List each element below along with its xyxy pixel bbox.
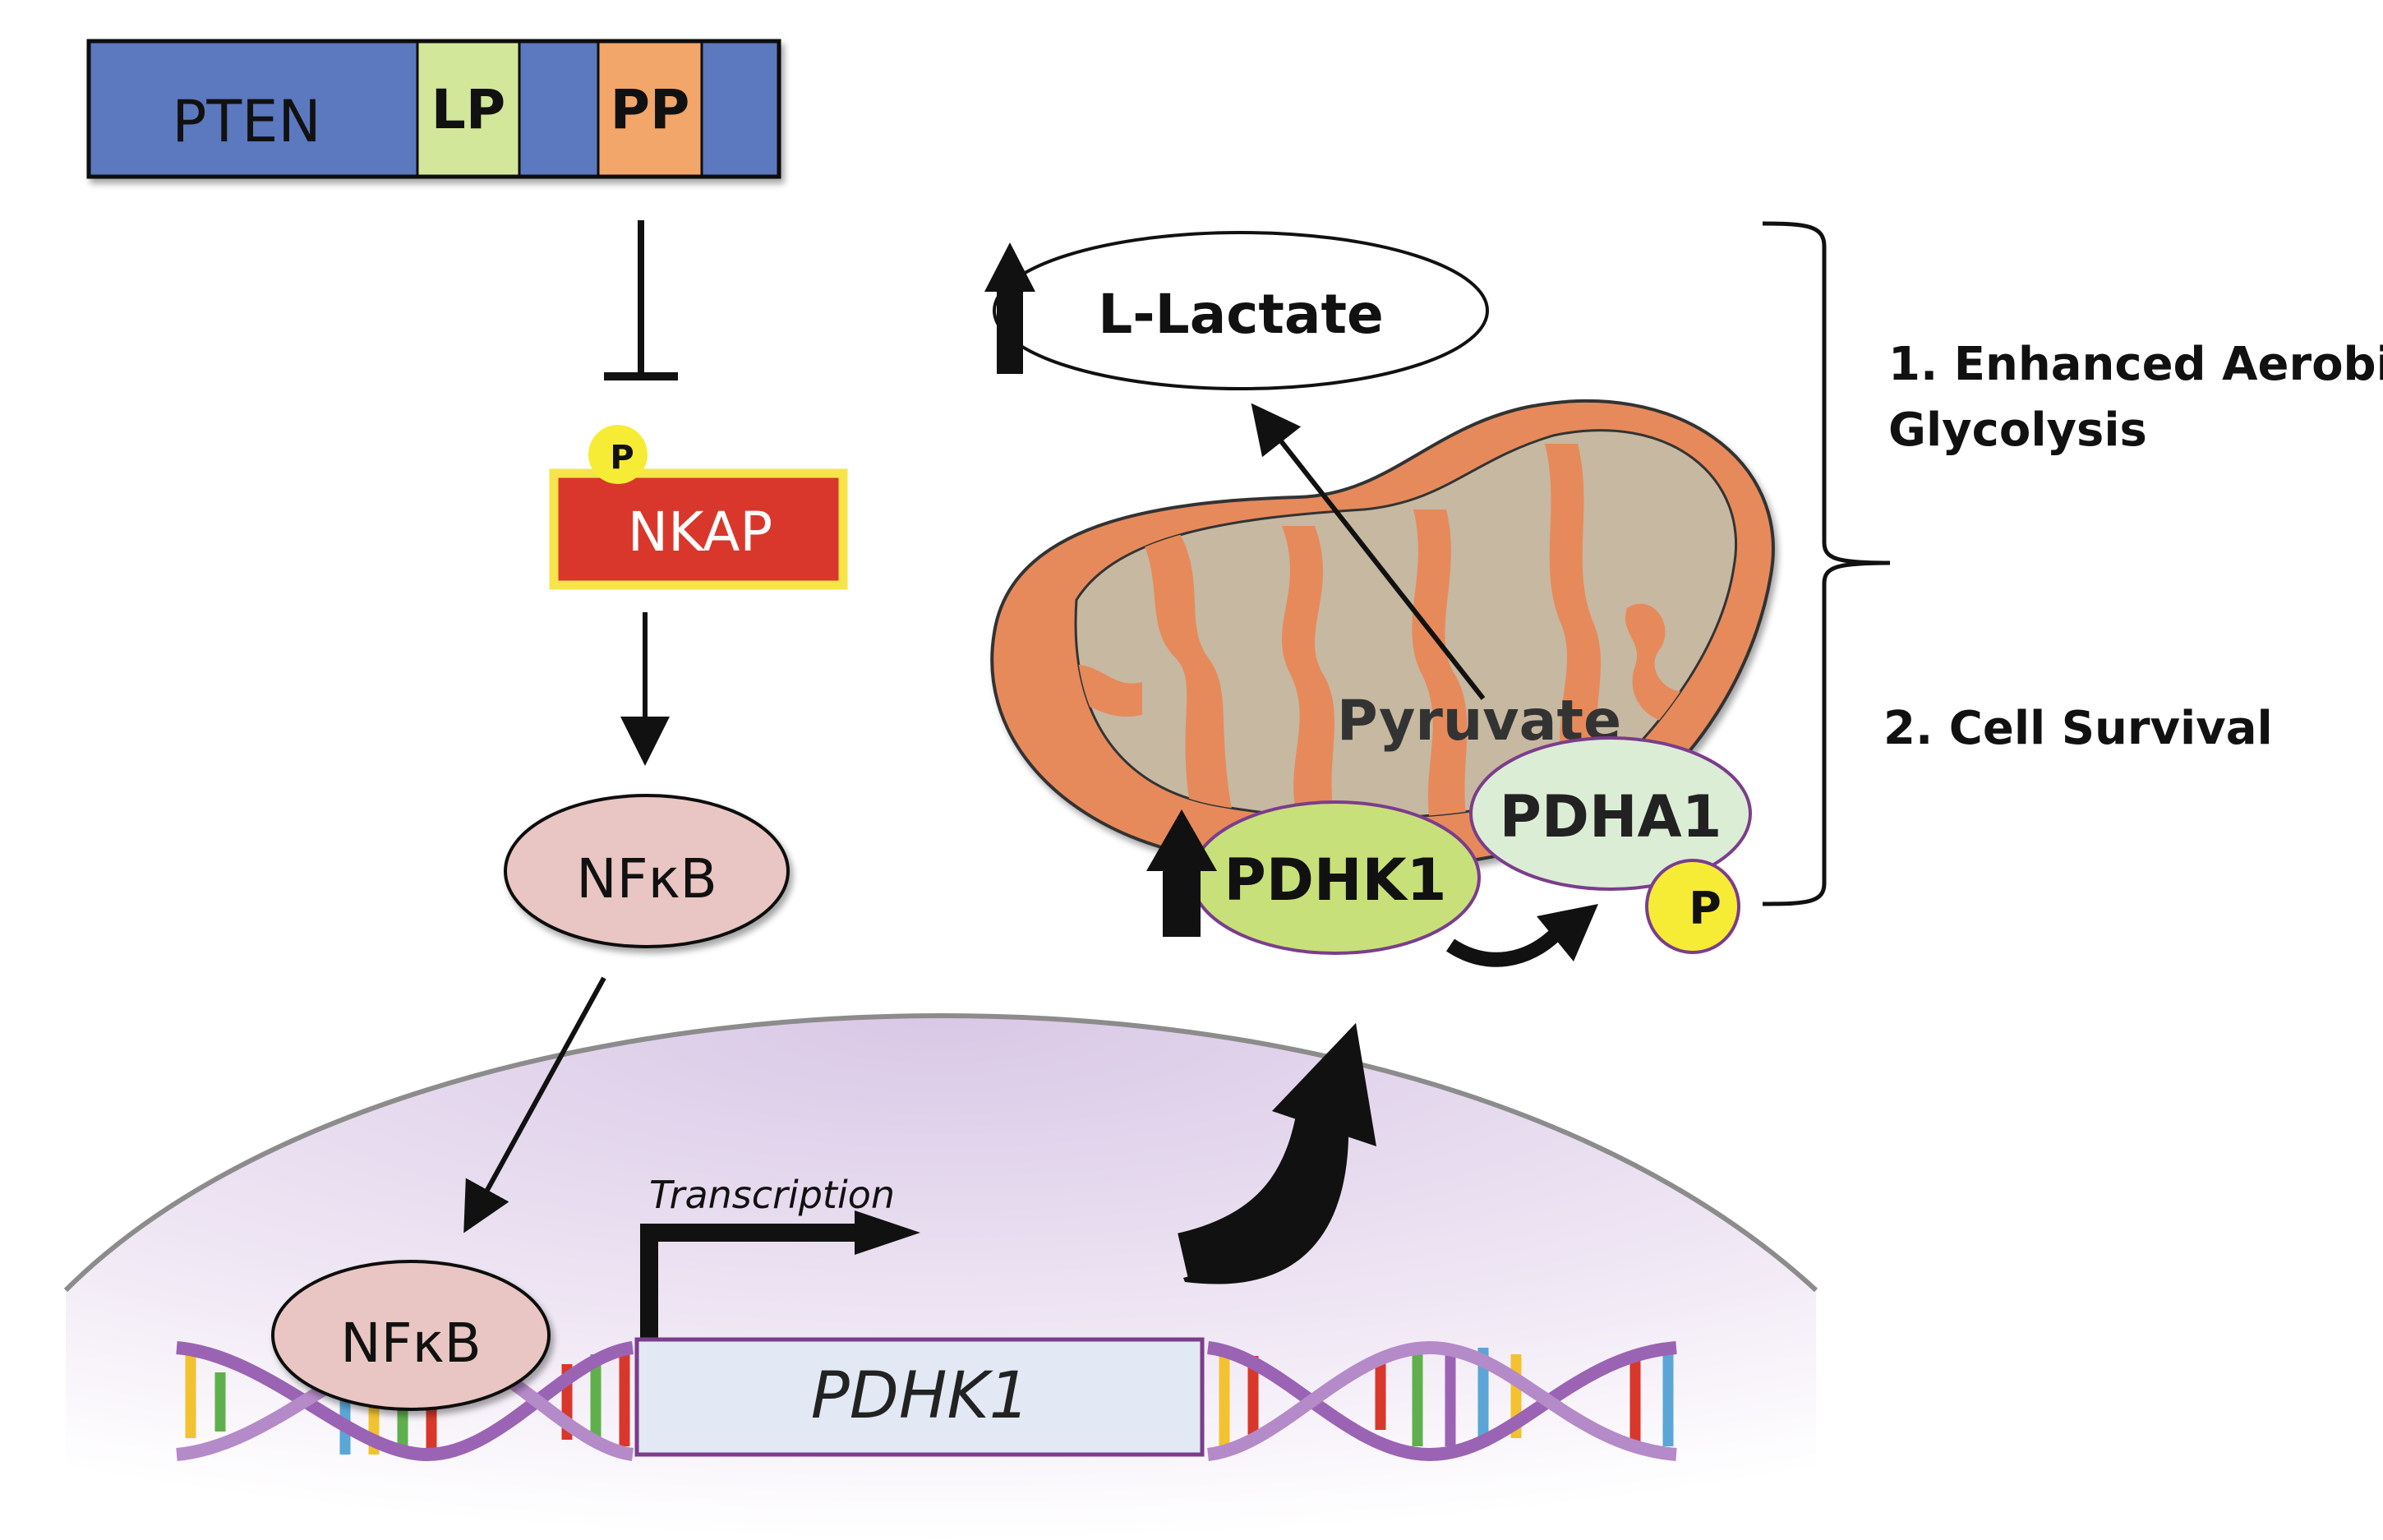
nuclear-envelope [63,1013,1818,1293]
pp-label: PP [611,78,690,141]
pdhk1-increase-arrow [1146,809,1217,937]
lp-label: LP [431,78,505,141]
pdhk1-gene-box [634,1337,1205,1457]
nfkb-ellipse-dna [271,1260,551,1411]
l-lactate-label: L-Lactate [1098,283,1384,346]
outcome-1-line-b: Glycolysis [1888,403,2147,457]
outcome-1-line-a: 1. Enhanced Aerobic [1888,338,2383,391]
pdhk1-protein-label: PDHK1 [1224,846,1447,914]
pdha1-label: PDHA1 [1500,783,1722,851]
nfkb-label-dna: NFκB [340,1312,482,1375]
transcription-label: Transcription [649,1173,895,1217]
l-lactate-ellipse [993,231,1489,390]
pp-domain [597,39,703,178]
nfkb-ellipse-top [504,794,790,948]
nkap-phospho-circle [588,425,648,484]
pten-label: PTEN [172,88,321,155]
pdhk1-gene-label: PDHK1 [811,1359,1030,1433]
dna-helix-left [176,1340,634,1462]
dna-helix-right [1206,1340,1677,1462]
pdha1-phospho-label: P [1689,883,1722,934]
pdha1-phospho-circle [1645,859,1740,954]
nkap-label: NKAP [628,500,772,564]
phosphorylation-arrow [1446,904,1598,967]
transcription-start-arrow [640,1224,863,1348]
lactate-increase-arrow [984,242,1035,374]
pten-domain-bar [86,39,781,179]
nkap-box [549,468,848,590]
inhibition-symbol [604,220,678,380]
outcome-2: 2. Cell Survival [1883,702,2273,755]
nfkb-label-top: NFκB [576,847,717,911]
nkap-phospho-label: P [610,439,634,477]
arrow-nfkb-to-dna [463,976,606,1233]
pdha1-ellipse [1469,736,1752,891]
outcome-bracket [1762,221,1891,906]
arrow-pyruvate-to-lactate [1251,403,1486,700]
